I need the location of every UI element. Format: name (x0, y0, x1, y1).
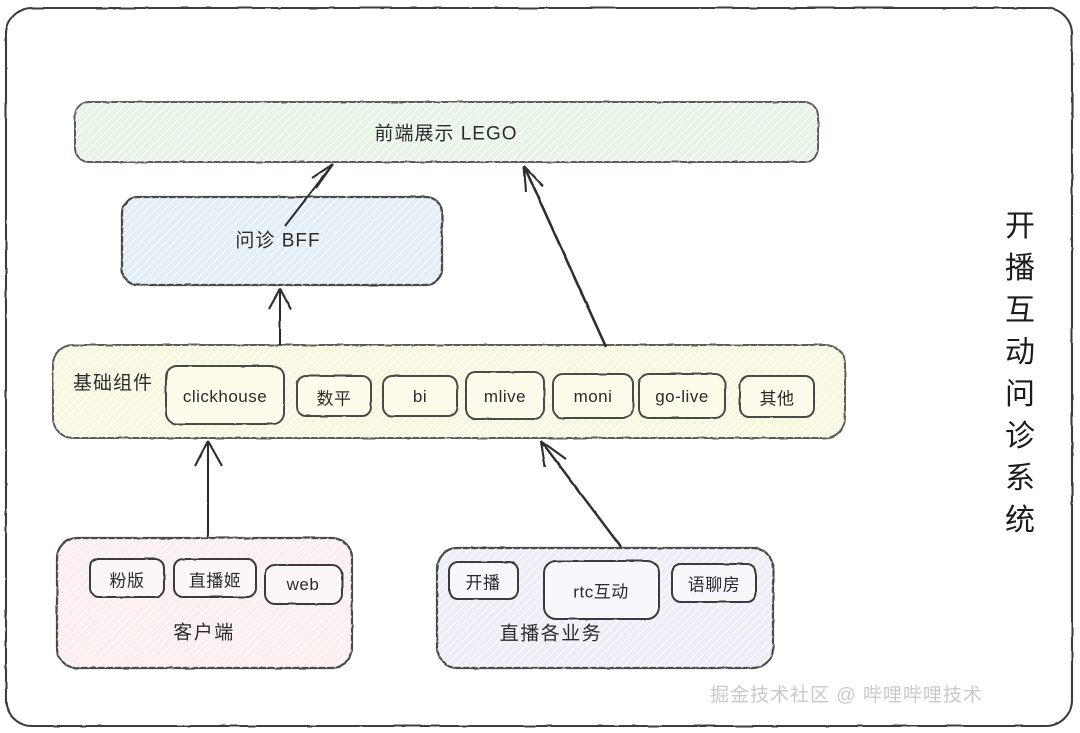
arrow-live-business-to-base (539, 440, 622, 548)
vertical-title-char: 问 (1005, 378, 1037, 411)
arrow-client-to-base (194, 440, 223, 538)
frontend-layer-box (74, 101, 819, 163)
arrow-bff-to-frontend (284, 163, 334, 227)
arrow-base-to-bff (268, 288, 292, 345)
vertical-title-char: 系 (1005, 462, 1037, 495)
arrow-base-to-frontend (522, 165, 608, 348)
vertical-title-char: 互 (1005, 294, 1037, 327)
client-item-chips (89, 558, 343, 605)
vertical-title-char: 播 (1005, 252, 1037, 285)
connector-arrows (194, 163, 622, 548)
vertical-title-char: 动 (1005, 336, 1037, 369)
live-business-item-chips (448, 560, 757, 620)
watermark: 掘金技术社区 @ 哔哩哔哩技术 (710, 685, 983, 706)
vertical-title-char: 统 (1005, 504, 1037, 537)
vertical-title-char: 开 (1005, 210, 1037, 243)
base-component-chips (165, 365, 815, 425)
bff-layer-box (120, 195, 444, 287)
diagram-vertical-title: 开播互动问诊系统 (998, 206, 1044, 542)
vertical-title-char: 诊 (1005, 420, 1037, 453)
outer-frame (4, 6, 1074, 728)
